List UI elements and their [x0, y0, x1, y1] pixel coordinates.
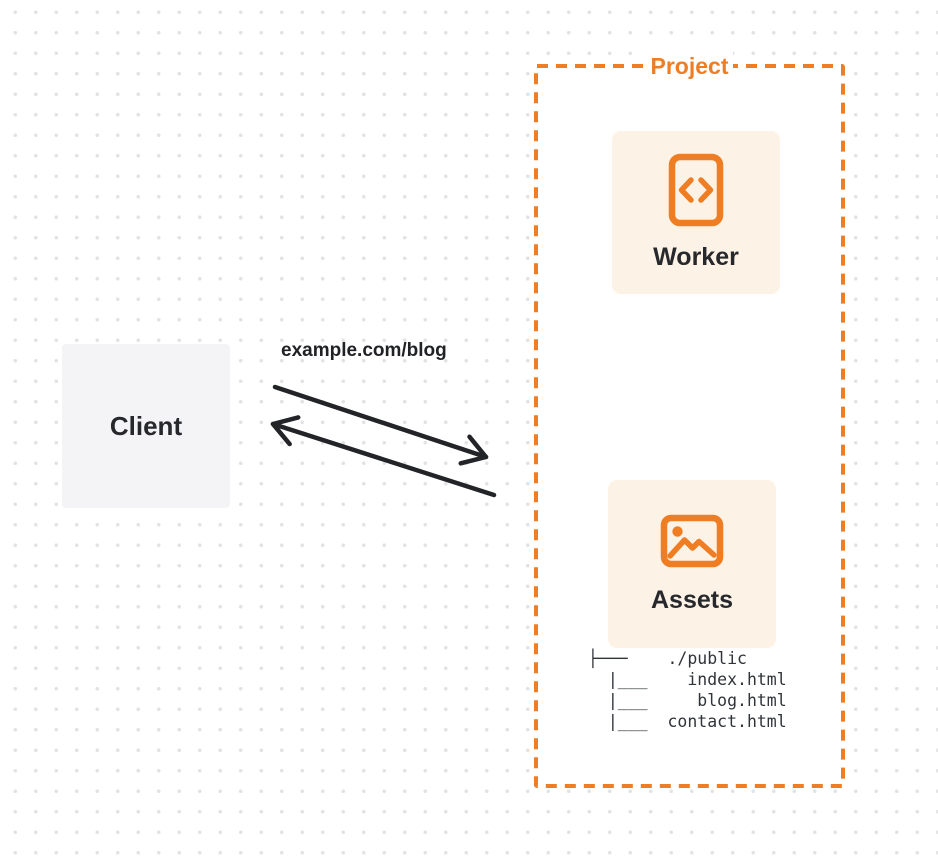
client-node: Client [62, 344, 230, 508]
request-url-label: example.com/blog [281, 340, 447, 361]
tree-line-blog: |___ blog.html [588, 691, 787, 710]
request-arrow [272, 384, 489, 466]
project-container: Project Worker Assets ├─── ./public |___… [534, 51, 845, 788]
tree-line-public: ├─── ./public [588, 649, 747, 668]
tree-line-index: |___ index.html [588, 670, 787, 689]
worker-label: Worker [653, 243, 739, 271]
assets-node: Assets [608, 480, 776, 648]
tree-line-contact: |___ contact.html [588, 712, 787, 731]
code-file-icon [668, 153, 724, 227]
image-icon [660, 514, 724, 567]
worker-node: Worker [612, 131, 780, 294]
response-arrow [270, 415, 497, 498]
assets-file-tree: ├─── ./public |___ index.html |___ blog.… [588, 648, 787, 732]
assets-label: Assets [651, 585, 733, 614]
project-label: Project [645, 51, 734, 81]
client-label: Client [109, 410, 183, 441]
